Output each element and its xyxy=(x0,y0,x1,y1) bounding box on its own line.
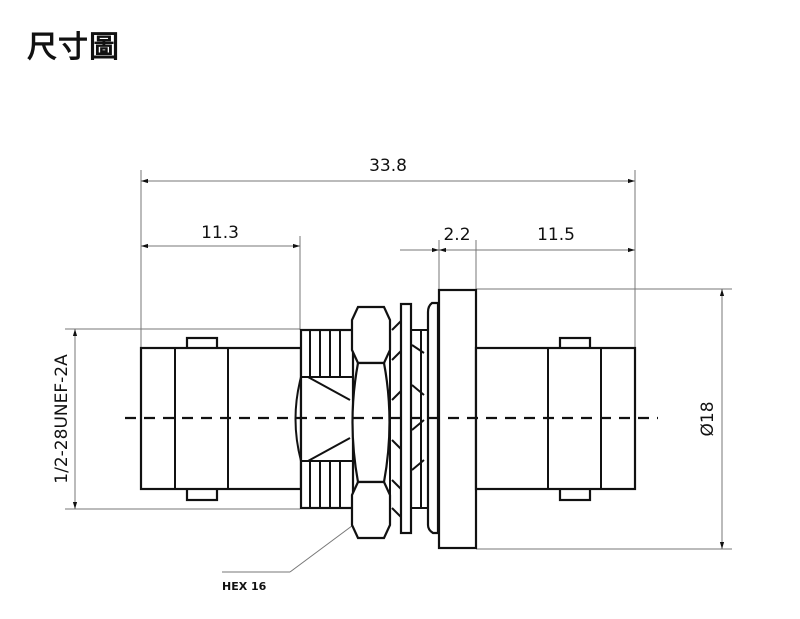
dim-overall-length: 33.8 xyxy=(369,156,407,176)
hex-nut xyxy=(350,305,392,540)
extension-lines xyxy=(65,170,732,550)
dim-right-length: 11.5 xyxy=(537,225,575,245)
dim-diameter: Ø18 xyxy=(698,401,718,436)
page-title: 尺寸圖 xyxy=(27,30,120,65)
right-bnc-body xyxy=(474,336,637,502)
dim-left-length: 11.3 xyxy=(201,223,239,243)
dim-flange-thickness: 2.2 xyxy=(443,225,470,245)
dimension-lines xyxy=(72,178,725,573)
hex-label: HEX 16 xyxy=(222,580,267,593)
dim-thread: 1/2-28UNEF-2A xyxy=(52,354,72,484)
